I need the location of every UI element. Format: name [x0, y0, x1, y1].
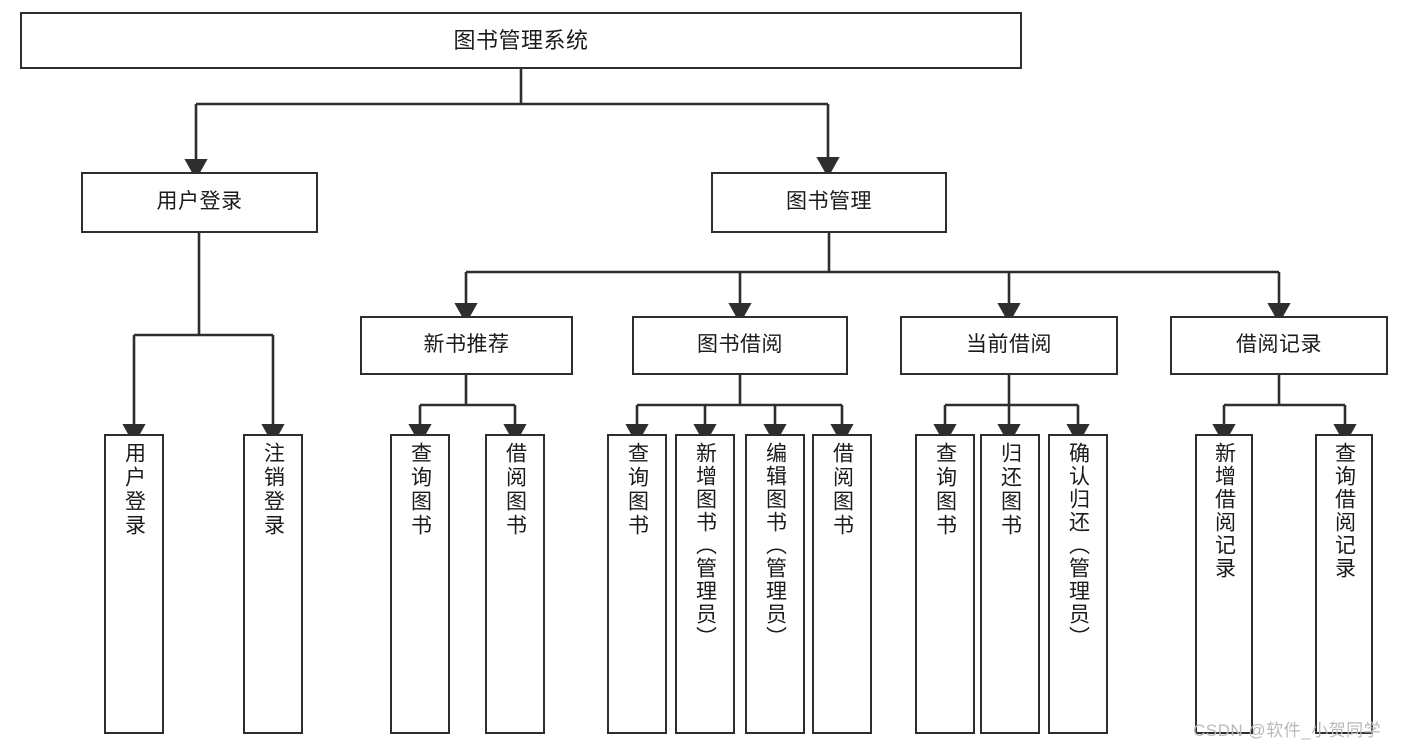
node-leaf-current-query-book-label: 查询图书 [933, 442, 957, 538]
node-leaf-borrow-book-label: 借阅图书 [830, 442, 854, 538]
node-book-borrow[interactable]: 图书借阅 [632, 316, 848, 375]
node-leaf-user-login-label: 用户登录 [122, 442, 146, 538]
node-leaf-logout-label: 注销登录 [261, 442, 285, 538]
node-leaf-borrow-query-book[interactable]: 查询图书 [607, 434, 667, 734]
node-leaf-add-book-admin-label: 新增图书（管理员） [693, 442, 717, 649]
node-new-book-recommend-label: 新书推荐 [423, 333, 510, 357]
node-book-management-label: 图书管理 [786, 190, 872, 214]
node-root-system-label: 图书管理系统 [453, 27, 589, 53]
node-root-system[interactable]: 图书管理系统 [20, 12, 1022, 69]
node-borrow-record[interactable]: 借阅记录 [1170, 316, 1388, 375]
node-leaf-add-borrow-record-label: 新增借阅记录 [1212, 442, 1236, 580]
node-book-borrow-label: 图书借阅 [697, 333, 783, 357]
node-leaf-confirm-return-admin-label: 确认归还（管理员） [1066, 442, 1090, 649]
node-user-login[interactable]: 用户登录 [81, 172, 318, 233]
node-leaf-recommend-borrow-book-label: 借阅图书 [503, 442, 527, 538]
node-leaf-return-book[interactable]: 归还图书 [980, 434, 1040, 734]
node-leaf-confirm-return-admin[interactable]: 确认归还（管理员） [1048, 434, 1108, 734]
node-leaf-edit-book-admin-label: 编辑图书（管理员） [763, 442, 787, 649]
node-user-login-label: 用户登录 [156, 190, 243, 214]
node-leaf-add-borrow-record[interactable]: 新增借阅记录 [1195, 434, 1253, 734]
node-leaf-recommend-query-book[interactable]: 查询图书 [390, 434, 450, 734]
node-leaf-logout[interactable]: 注销登录 [243, 434, 303, 734]
node-leaf-query-borrow-record[interactable]: 查询借阅记录 [1315, 434, 1373, 734]
node-new-book-recommend[interactable]: 新书推荐 [360, 316, 573, 375]
node-leaf-query-borrow-record-label: 查询借阅记录 [1332, 442, 1356, 580]
node-leaf-recommend-query-book-label: 查询图书 [408, 442, 432, 538]
node-book-management[interactable]: 图书管理 [711, 172, 947, 233]
node-leaf-recommend-borrow-book[interactable]: 借阅图书 [485, 434, 545, 734]
node-leaf-current-query-book[interactable]: 查询图书 [915, 434, 975, 734]
node-leaf-borrow-query-book-label: 查询图书 [625, 442, 649, 538]
node-leaf-borrow-book[interactable]: 借阅图书 [812, 434, 872, 734]
node-leaf-edit-book-admin[interactable]: 编辑图书（管理员） [745, 434, 805, 734]
node-borrow-record-label: 借阅记录 [1236, 333, 1322, 357]
node-current-borrow-label: 当前借阅 [966, 333, 1052, 357]
node-leaf-return-book-label: 归还图书 [998, 442, 1022, 538]
node-leaf-user-login[interactable]: 用户登录 [104, 434, 164, 734]
node-current-borrow[interactable]: 当前借阅 [900, 316, 1118, 375]
node-leaf-add-book-admin[interactable]: 新增图书（管理员） [675, 434, 735, 734]
